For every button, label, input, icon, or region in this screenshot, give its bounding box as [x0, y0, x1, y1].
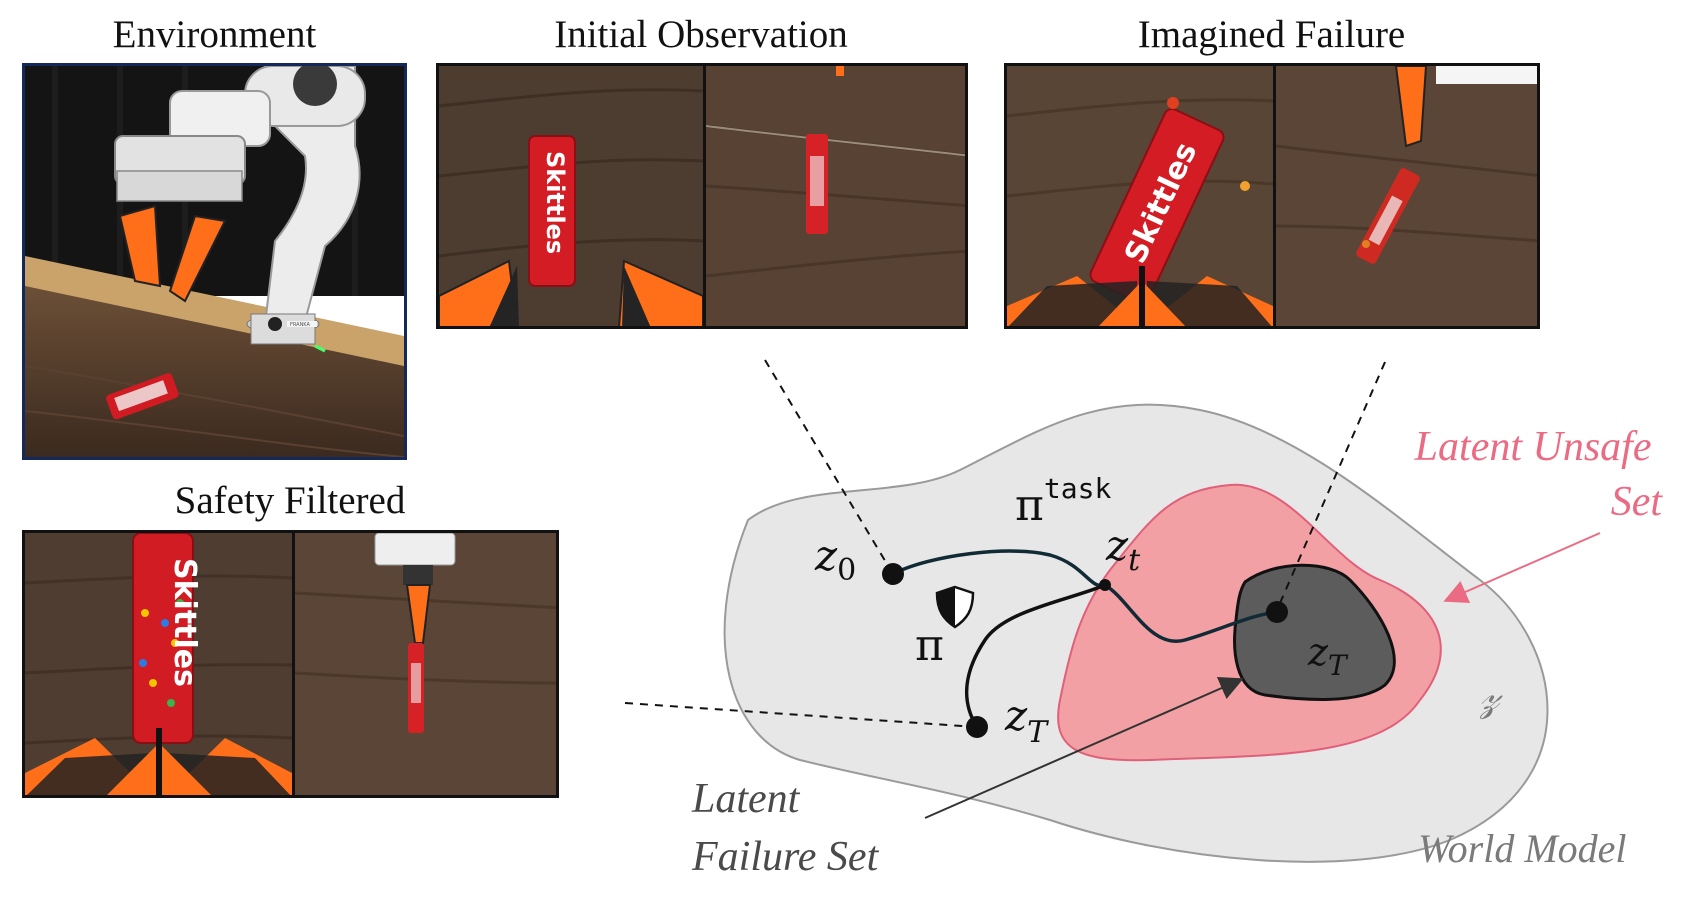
zT-filtered-label: z: [1004, 691, 1028, 740]
zt-point: [1099, 579, 1111, 591]
zT-filtered-point: [966, 716, 988, 738]
connector-failure: [1276, 361, 1386, 611]
latent-failure-label-line1: Latent: [691, 776, 801, 822]
zT-failure-sub: T: [1328, 649, 1349, 682]
pi-safe-label: π: [915, 620, 944, 671]
svg-text:zt: zt: [1105, 521, 1141, 578]
imagined-failure-frame: Skittles: [1004, 63, 1540, 329]
pi-task-sup: task: [1044, 472, 1112, 505]
z0-label: z: [814, 531, 838, 580]
zt-sub: t: [1128, 543, 1141, 578]
failure-arrow: [924, 677, 1244, 819]
initial-third-person-view: [703, 66, 965, 326]
initial-observation-frame: Skittles: [436, 63, 968, 329]
safe-trajectory: [964, 583, 1106, 728]
world-model-label: World Model: [1418, 826, 1627, 871]
imagined-failure-title: Imagined Failure: [1137, 13, 1406, 56]
zT-filtered-sub: T: [1027, 715, 1049, 750]
failure-wrist-view: Skittles: [1007, 66, 1273, 326]
svg-text:Latent Failure Set: Latent Failure Set: [691, 776, 880, 880]
svg-text:zT: zT: [1307, 630, 1349, 682]
svg-text:z0: z0: [814, 531, 856, 588]
zT-failure-label: z: [1307, 630, 1329, 674]
svg-text:πtask: πtask: [1015, 472, 1111, 531]
z0-sub: 0: [837, 553, 856, 588]
latent-failure-set-region: [1233, 563, 1396, 701]
filtered-third-person-view: [292, 533, 556, 795]
environment-photo: FRANKA: [22, 63, 407, 460]
latent-unsafe-label-line1: Latent Unsafe: [1414, 424, 1652, 470]
candy-label-initial: Skittles: [541, 151, 569, 254]
latent-failure-label-line2: Failure Set: [691, 834, 880, 880]
safety-filtered-frame: Skittles: [22, 530, 559, 798]
safety-filtered-title: Safety Filtered: [174, 479, 406, 522]
svg-text:zT: zT: [1004, 691, 1049, 750]
pi-task-label: π: [1015, 480, 1044, 531]
filtered-wrist-view: Skittles: [25, 533, 292, 795]
failure-third-person-view: [1273, 66, 1537, 326]
svg-text:Latent Unsafe Set: Latent Unsafe Set: [1414, 424, 1664, 525]
z0-point: [882, 563, 904, 585]
environment-title: Environment: [112, 13, 317, 56]
space-symbol: 𝓏: [1479, 671, 1503, 720]
zT-failure-point: [1266, 601, 1288, 623]
initial-observation-title: Initial Observation: [554, 13, 848, 56]
candy-label-filtered: Skittles: [167, 558, 202, 687]
connector-initial: [764, 359, 894, 575]
latent-unsafe-label-line2: Set: [1611, 479, 1664, 525]
shield-icon: [935, 585, 975, 629]
robot-brand-text: FRANKA: [290, 322, 310, 328]
zt-label: z: [1105, 521, 1129, 570]
unsafe-arrow: [1443, 532, 1601, 603]
initial-wrist-view: Skittles: [439, 66, 703, 326]
